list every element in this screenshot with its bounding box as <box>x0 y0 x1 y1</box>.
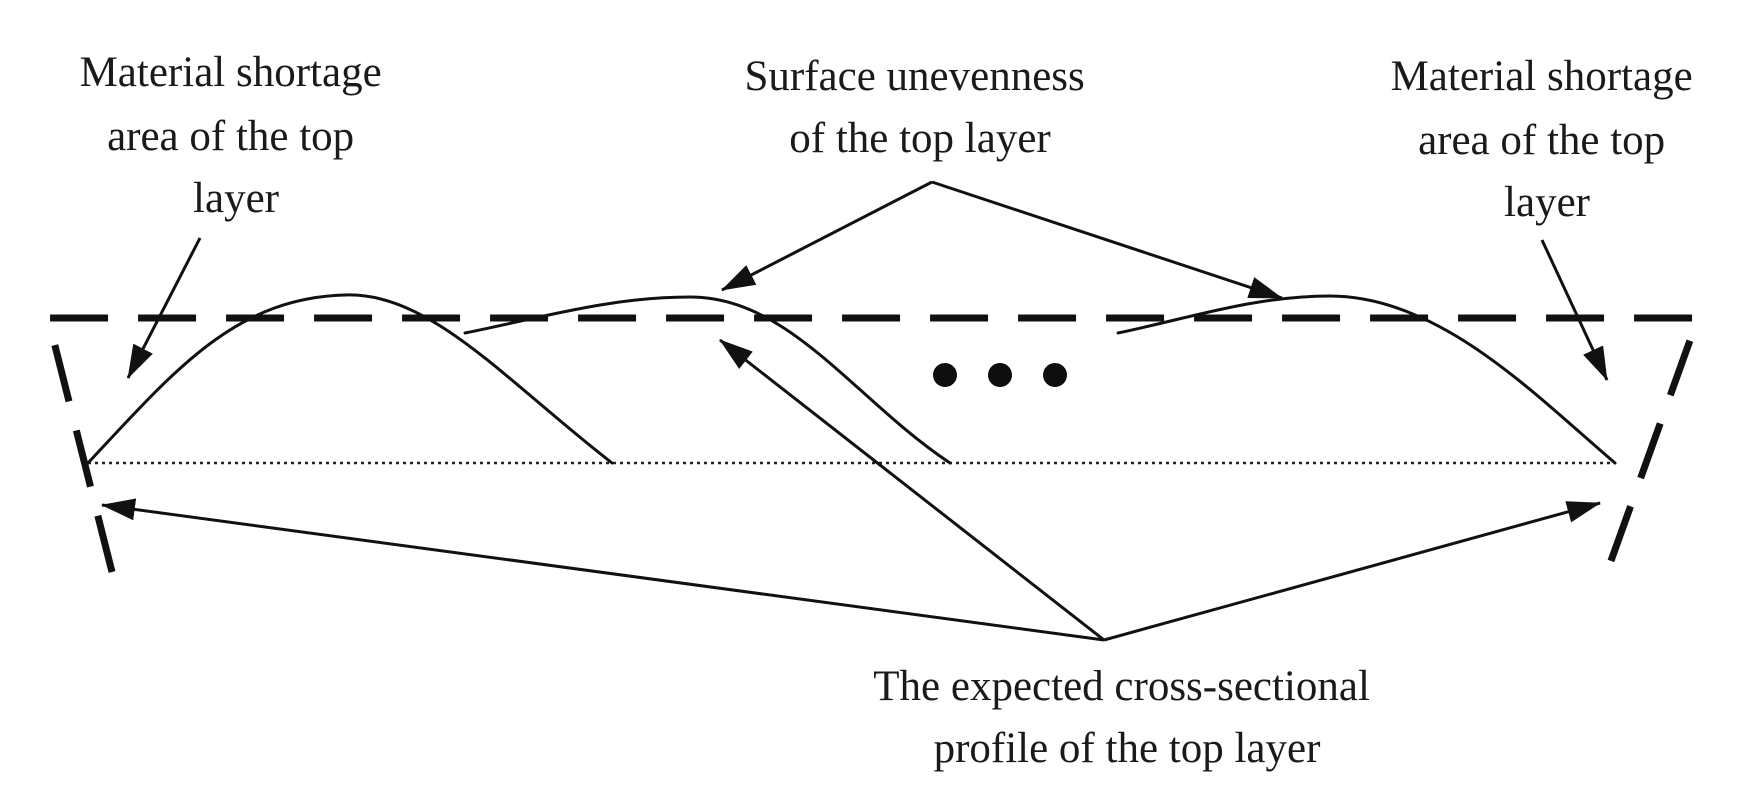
label-shortage-right-line-3: layer <box>1504 179 1590 226</box>
bead-profile-3 <box>1116 294 1617 465</box>
bead-profile-2 <box>463 295 952 465</box>
arrow-profile-left <box>101 498 1105 642</box>
label-expected-profile: The expected cross-sectional profile of … <box>873 663 1380 772</box>
label-shortage-left-line-3: layer <box>193 175 279 222</box>
ellipsis-dot-2 <box>988 363 1012 387</box>
ellipsis-dot-3 <box>1043 363 1067 387</box>
arrow-unevenness-left <box>721 180 933 292</box>
arrow-profile-middle <box>719 338 1105 642</box>
label-unevenness-line-1: Surface unevenness <box>744 53 1084 100</box>
label-unevenness: Surface unevenness of the top layer <box>744 53 1095 162</box>
arrow-shortage-left <box>126 237 202 379</box>
arrow-unevenness-right <box>931 180 1283 300</box>
label-shortage-left: Material shortage area of the top layer <box>80 49 393 222</box>
label-unevenness-line-2: of the top layer <box>789 115 1051 162</box>
label-shortage-right: Material shortage area of the top layer <box>1391 53 1704 226</box>
label-shortage-right-line-1: Material shortage <box>1391 53 1693 100</box>
expected-profile-outline <box>43 314 1703 574</box>
arrow-profile-right <box>1103 501 1601 642</box>
bead-profile-1 <box>86 293 614 465</box>
label-shortage-left-line-1: Material shortage <box>80 49 382 96</box>
label-expected-profile-line-2: profile of the top layer <box>934 725 1321 772</box>
label-shortage-left-line-2: area of the top <box>107 113 354 160</box>
label-shortage-right-line-2: area of the top <box>1418 117 1665 164</box>
arrow-shortage-right <box>1540 239 1609 381</box>
ellipsis-dot-1 <box>933 363 957 387</box>
label-expected-profile-line-1: The expected cross-sectional <box>873 663 1370 710</box>
